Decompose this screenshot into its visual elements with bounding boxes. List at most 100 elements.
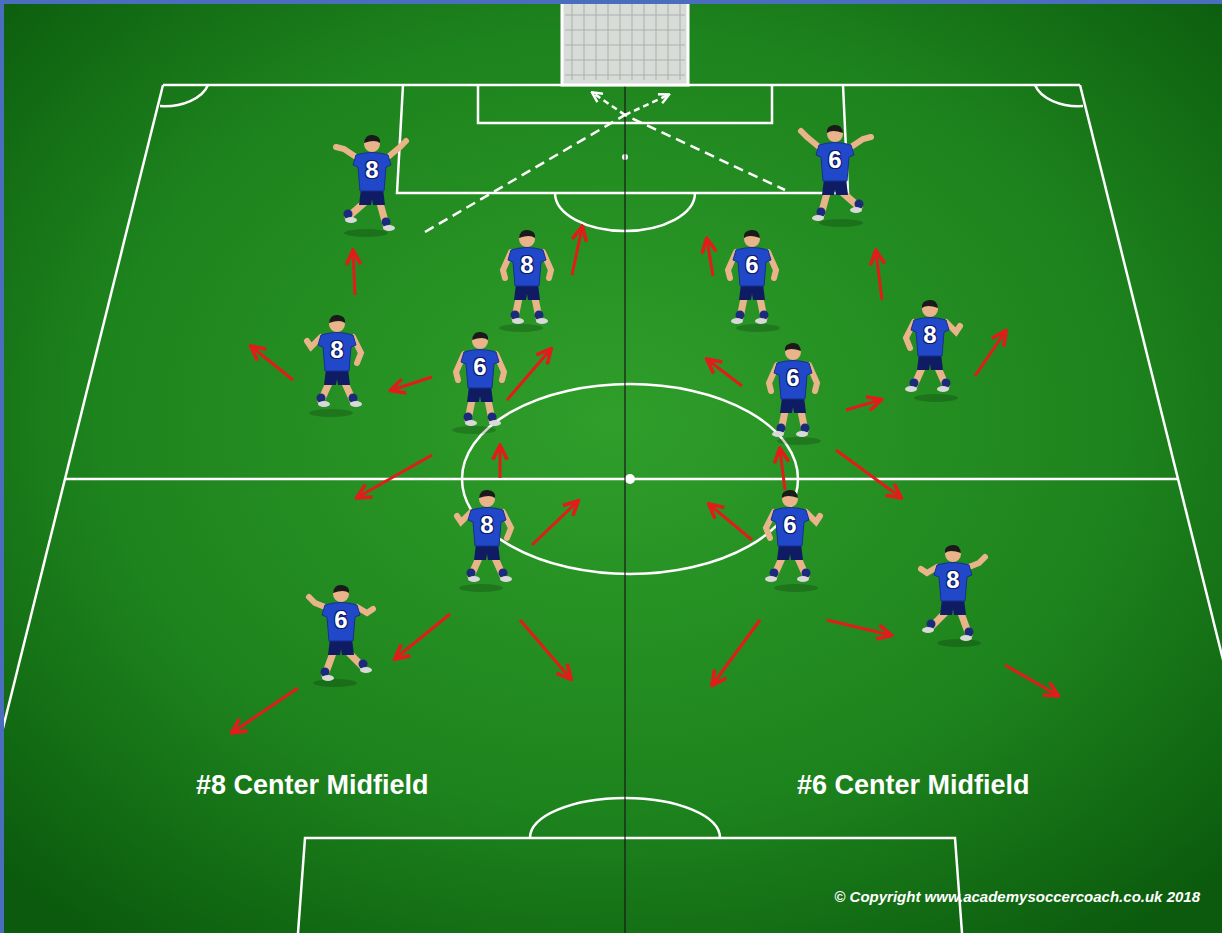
shirt-number: 8	[923, 567, 983, 593]
player-hair	[329, 315, 345, 323]
player-hair	[333, 585, 349, 593]
shot-arrows	[593, 93, 668, 115]
player-drawing	[728, 230, 780, 332]
player-boot	[465, 420, 477, 426]
movement-arrow	[252, 347, 293, 380]
player-boot	[850, 207, 862, 213]
player-boot	[905, 386, 917, 392]
player-drawing	[499, 230, 551, 332]
player-drawing	[923, 543, 983, 647]
player-shadow	[777, 437, 821, 445]
player-boot	[383, 225, 395, 231]
shirt-number: 8	[497, 252, 557, 278]
movement-arrow	[827, 620, 890, 635]
player-boot	[489, 420, 501, 426]
player-figure: 6	[311, 583, 371, 687]
movement-arrow	[1005, 665, 1057, 695]
player-hair	[472, 332, 488, 340]
movement-arrow	[572, 228, 582, 275]
player-hair	[945, 545, 961, 553]
shirt-number: 6	[763, 365, 823, 391]
player-boot	[345, 217, 357, 223]
player-drawing	[342, 133, 402, 237]
movement-arrow	[353, 252, 355, 295]
player-figure: 8	[900, 298, 960, 402]
player-hair	[785, 343, 801, 351]
pitch-lines	[0, 85, 163, 933]
shirt-number: 6	[722, 252, 782, 278]
player-boot	[765, 576, 777, 582]
player-shadow	[914, 394, 958, 402]
movement-arrow	[233, 228, 1057, 732]
pitch-lines	[1080, 85, 1222, 933]
player-shadow	[344, 229, 388, 237]
player-boot	[468, 576, 480, 582]
player-hair	[364, 135, 380, 143]
player-figure: 8	[342, 133, 402, 237]
player-figure: 8	[457, 488, 517, 592]
movement-arrow	[876, 252, 882, 300]
movement-arrow	[532, 502, 577, 545]
player-hair	[479, 490, 495, 498]
pitch-lines	[298, 838, 962, 933]
movement-arrow	[975, 332, 1005, 376]
player-hair	[827, 125, 843, 133]
goal	[562, 0, 688, 85]
player-drawing	[760, 488, 820, 592]
player-drawing	[307, 313, 367, 417]
player-shadow	[736, 324, 780, 332]
player-boot	[318, 401, 330, 407]
shirt-number: 8	[900, 322, 960, 348]
player-drawing	[452, 332, 504, 434]
player-figure: 6	[722, 228, 782, 332]
player-figure: 6	[450, 330, 510, 434]
centre-axis	[624, 85, 626, 933]
movement-arrow	[780, 450, 785, 490]
player-drawing	[921, 545, 985, 647]
shot-lines	[425, 115, 785, 232]
shirt-number: 8	[342, 157, 402, 183]
player-shadow	[459, 584, 503, 592]
player-boot	[350, 401, 362, 407]
player-boot	[512, 318, 524, 324]
movement-arrow	[836, 450, 900, 497]
player-drawing	[497, 228, 557, 332]
pitch-lines	[65, 478, 1178, 481]
player-drawing	[763, 341, 823, 445]
player-hair	[519, 230, 535, 238]
player-limb	[388, 141, 406, 157]
movement-arrow	[499, 447, 502, 478]
player-drawing	[307, 315, 362, 417]
player-hair	[744, 230, 760, 238]
player-drawing	[900, 298, 960, 402]
player-boot	[960, 635, 972, 641]
shirt-number: 8	[457, 512, 517, 538]
shirt-number: 6	[311, 607, 371, 633]
player-limb	[801, 131, 819, 147]
position-title: #6 Center Midfield	[797, 770, 1030, 801]
player-figure: 8	[923, 543, 983, 647]
copyright-note: © Copyright www.academysoccercoach.co.uk…	[834, 888, 1200, 905]
player-figure: 8	[307, 313, 367, 417]
player-figure: 6	[760, 488, 820, 592]
player-boot	[812, 215, 824, 221]
player-drawing	[309, 585, 373, 687]
player-limb	[851, 137, 871, 147]
pitch-lines	[0, 85, 1222, 933]
player-shadow	[499, 324, 543, 332]
player-drawing	[765, 490, 820, 592]
player-boot	[797, 576, 809, 582]
player-figure: 6	[805, 123, 865, 227]
pitch-lines	[397, 85, 848, 193]
pitch-lines	[1035, 85, 1083, 106]
movement-arrow	[713, 620, 760, 684]
centre-spot	[625, 474, 635, 484]
player-drawing	[457, 490, 512, 592]
player-drawing	[722, 228, 782, 332]
player-shadow	[774, 584, 818, 592]
player-boot	[322, 675, 334, 681]
movement-arrow	[520, 620, 570, 678]
